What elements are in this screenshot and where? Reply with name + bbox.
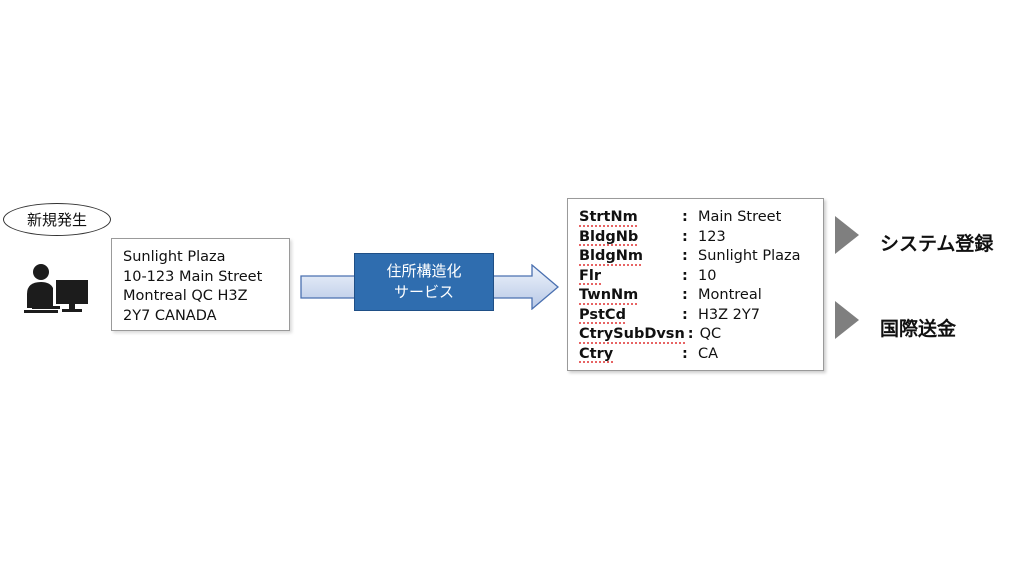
structured-row: PstCd : H3Z 2Y7 [579,306,823,326]
field-key: BldgNm [579,247,644,267]
field-value: H3Z 2Y7 [698,306,760,323]
address-line-3: Montreal QC H3Z [123,288,248,305]
field-separator: : [682,345,688,362]
structured-row: Ctry : CA [579,345,823,365]
structured-row: BldgNb : 123 [579,228,823,248]
field-separator: : [682,287,688,303]
field-key: PstCd [579,306,626,326]
field-separator: : [687,326,694,342]
service-label-line-2: サービス [393,283,454,301]
field-value: 123 [698,228,726,245]
international-remittance-label: 国際送金 [880,318,957,340]
bubble-label: 新規発生 [26,211,87,229]
field-separator: : [682,248,688,264]
field-key: Flr [579,267,602,287]
field-key: StrtNm [579,208,638,228]
structured-row: TwnNm : Montreal [579,286,823,306]
structured-row: Flr : 10 [579,267,823,287]
field-value: Montreal [698,287,762,303]
service-label-line-1: 住所構造化 [386,262,462,280]
field-value: Sunlight Plaza [698,248,801,264]
field-separator: : [682,306,688,323]
system-registration-label: システム登録 [880,233,994,255]
address-line-4: 2Y7 CANADA [123,307,217,324]
field-value: Main Street [698,209,782,225]
address-structuring-service-box: 住所構造化 サービス [354,253,494,311]
structured-row: BldgNm : Sunlight Plaza [579,247,823,267]
user-at-computer-icon [24,264,88,313]
structured-address-box: StrtNm : Main Street BldgNb : 123 BldgNm… [567,198,824,371]
new-occurrence-bubble: 新規発生 [3,203,111,236]
triangle-arrow-icon [835,216,859,254]
field-separator: : [682,228,688,245]
field-separator: : [682,267,688,284]
structured-row: CtrySubDvsn: QC [579,325,823,345]
unstructured-address-box: Sunlight Plaza 10-123 Main Street Montre… [111,238,290,331]
field-value: 10 [698,267,717,284]
structured-row: StrtNm : Main Street [579,208,823,228]
field-separator: : [682,209,688,225]
field-value: QC [699,326,722,342]
address-line-1: Sunlight Plaza [123,249,226,265]
triangle-arrow-icon [835,301,859,339]
field-key: Ctry [579,345,614,365]
field-key: CtrySubDvsn [579,325,685,345]
field-value: CA [698,345,719,362]
field-key: BldgNb [579,228,639,248]
field-key: TwnNm [579,286,639,306]
address-line-2: 10-123 Main Street [123,268,263,285]
